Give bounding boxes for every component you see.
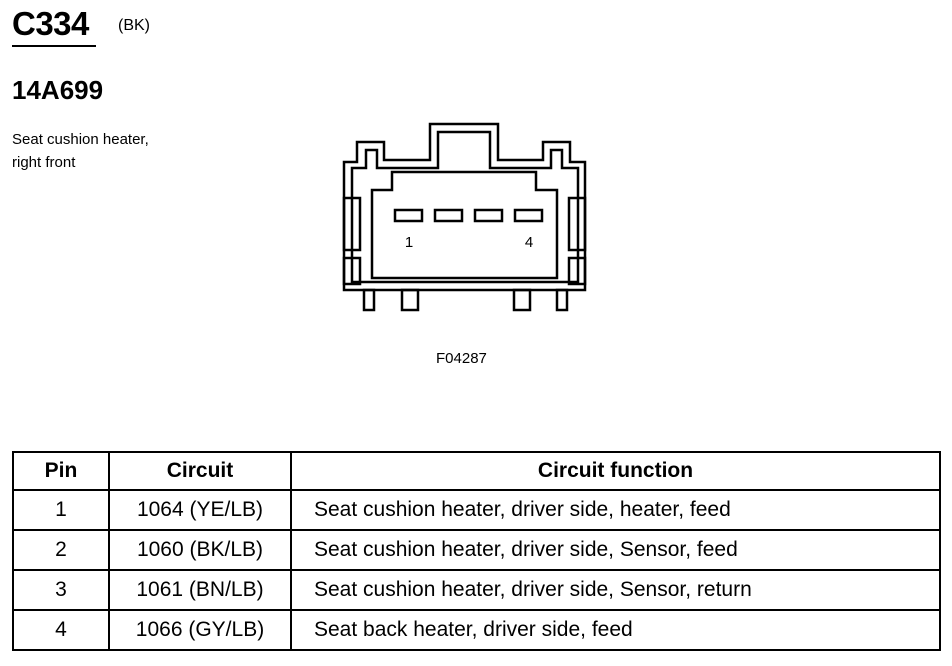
circuit-function-cell: Seat cushion heater, driver side, heater…: [290, 489, 941, 531]
pin-cell: 4: [12, 609, 110, 651]
connector-housing-outline: [342, 122, 587, 292]
table-row: 1 1064 (YE/LB) Seat cushion heater, driv…: [12, 489, 941, 531]
pin-cell: 1: [12, 489, 110, 531]
connector-face-diagram: 1 4: [342, 122, 587, 312]
bottom-foot: [512, 288, 532, 312]
table-row: 2 1060 (BK/LB) Seat cushion heater, driv…: [12, 529, 941, 571]
left-side-latch-lower: [342, 256, 362, 286]
column-header-circuit-function: Circuit function: [290, 451, 941, 491]
circuit-cell: 1061 (BN/LB): [108, 569, 292, 611]
column-header-circuit: Circuit: [108, 451, 292, 491]
circuit-function-cell: Seat cushion heater, driver side, Sensor…: [290, 529, 941, 571]
circuit-cell: 1066 (GY/LB): [108, 609, 292, 651]
pin-receptacle: [513, 208, 544, 223]
bottom-foot: [555, 288, 569, 312]
pin-receptacle: [473, 208, 504, 223]
description-line: Seat cushion heater,: [12, 131, 149, 148]
pin-assignment-table: Pin Circuit Circuit function 1 1064 (YE/…: [12, 451, 941, 651]
figure-id: F04287: [436, 350, 487, 367]
pin-cell: 2: [12, 529, 110, 571]
table-row: 3 1061 (BN/LB) Seat cushion heater, driv…: [12, 569, 941, 611]
table-header-row: Pin Circuit Circuit function: [12, 451, 941, 491]
pin-receptacle: [393, 208, 424, 223]
bottom-foot: [400, 288, 420, 312]
pin-receptacle: [433, 208, 464, 223]
table-row: 4 1066 (GY/LB) Seat back heater, driver …: [12, 609, 941, 651]
pin-cell: 3: [12, 569, 110, 611]
circuit-function-cell: Seat back heater, driver side, feed: [290, 609, 941, 651]
terminal-cavity: [370, 170, 559, 280]
right-side-latch-lower: [567, 256, 587, 286]
part-number: 14A699: [12, 75, 104, 105]
connector-housing-inner: [350, 130, 580, 284]
left-side-latch: [342, 196, 362, 252]
bottom-foot: [362, 288, 376, 312]
description-line: right front: [12, 154, 76, 171]
circuit-function-cell: Seat cushion heater, driver side, Sensor…: [290, 569, 941, 611]
connector-id-underline: [12, 45, 96, 47]
right-side-latch: [567, 196, 587, 252]
connector-id: C334: [12, 5, 89, 42]
circuit-cell: 1064 (YE/LB): [108, 489, 292, 531]
connector-color: (BK): [118, 17, 150, 34]
pin-label-last: 4: [525, 234, 533, 251]
column-header-pin: Pin: [12, 451, 110, 491]
connector-description: Seat cushion heater, right front: [12, 128, 149, 174]
circuit-cell: 1060 (BK/LB): [108, 529, 292, 571]
pin-label-first: 1: [405, 234, 413, 251]
